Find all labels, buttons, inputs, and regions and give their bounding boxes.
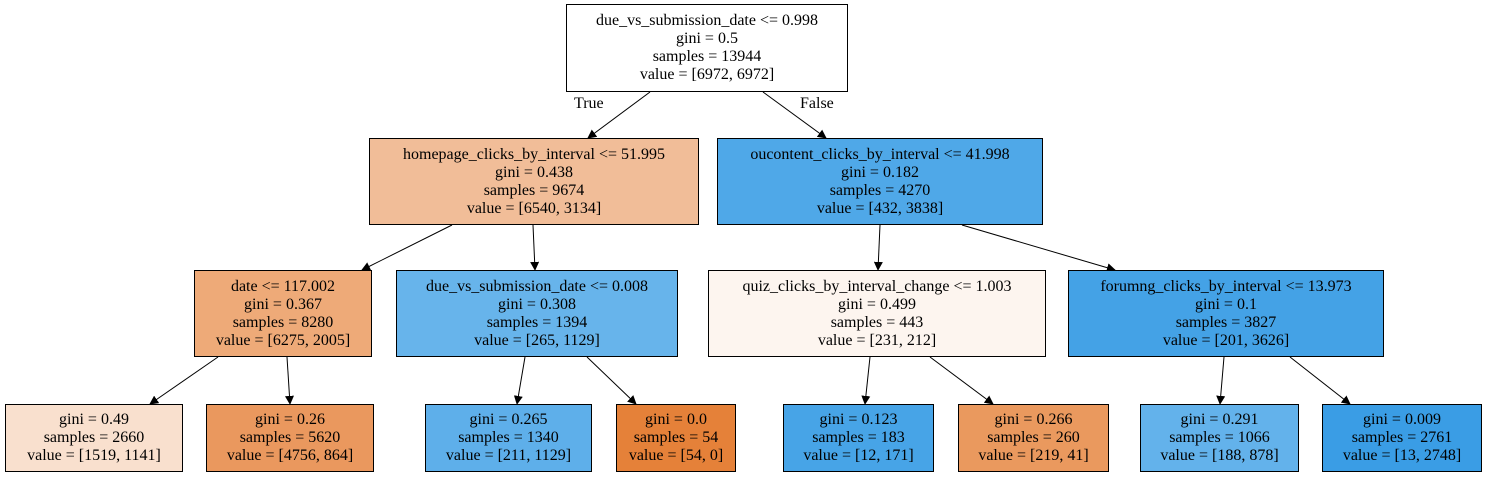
node-gini: gini = 0.0	[645, 411, 707, 428]
node-split: due_vs_submission_date <= 0.008	[425, 277, 649, 295]
node-samples: samples = 4270	[829, 181, 931, 199]
node-gini: gini = 0.5	[676, 30, 738, 47]
edge-label-true: True	[574, 95, 604, 112]
tree-node-homepage-split: homepage_clicks_by_interval <= 51.995 gi…	[369, 138, 699, 225]
node-samples: samples = 8280	[232, 313, 334, 331]
tree-node-forumng-split: forumng_clicks_by_interval <= 13.973 gin…	[1068, 270, 1384, 357]
tree-leaf: gini = 0.49 samples = 2660 value = [1519…	[5, 404, 183, 472]
node-gini: gini = 0.265	[469, 411, 548, 428]
tree-node-date-split: date <= 117.002 gini = 0.367 samples = 8…	[194, 270, 372, 357]
node-split: quiz_clicks_by_interval_change <= 1.003	[742, 277, 1012, 295]
tree-edge-arrow	[284, 356, 294, 405]
node-gini: gini = 0.308	[498, 295, 576, 313]
node-split: forumng_clicks_by_interval <= 13.973	[1100, 277, 1352, 295]
tree-node-oucontent-split: oucontent_clicks_by_interval <= 41.998 g…	[717, 138, 1043, 225]
tree-node-root: due_vs_submission_date <= 0.998 gini = 0…	[566, 4, 848, 92]
node-samples: samples = 5620	[239, 429, 341, 446]
node-value: value = [188, 878]	[1160, 447, 1279, 464]
tree-edge-arrow	[762, 91, 827, 139]
node-gini: gini = 0.499	[838, 295, 916, 313]
tree-edge-arrow	[586, 356, 637, 405]
node-value: value = [6275, 2005]	[215, 331, 351, 349]
tree-edge-arrow	[961, 224, 1116, 273]
tree-edge-arrow	[513, 356, 526, 405]
node-samples: samples = 9674	[483, 181, 585, 199]
node-value: value = [432, 3838]	[816, 199, 944, 217]
node-value: value = [1519, 1141]	[27, 447, 161, 464]
node-split: due_vs_submission_date <= 0.998	[595, 12, 819, 29]
node-gini: gini = 0.438	[495, 163, 573, 181]
tree-edge-arrow	[149, 356, 219, 405]
node-gini: gini = 0.123	[819, 411, 898, 428]
node-split: date <= 117.002	[230, 277, 336, 295]
node-samples: samples = 54	[633, 429, 719, 446]
node-gini: gini = 0.1	[1195, 295, 1257, 313]
node-value: value = [211, 1129]	[445, 447, 572, 464]
tree-edge-arrow	[929, 356, 994, 405]
node-value: value = [265, 1129]	[474, 331, 600, 349]
tree-edge-arrow	[587, 91, 651, 139]
node-split: homepage_clicks_by_interval <= 51.995	[403, 145, 665, 163]
node-samples: samples = 1066	[1169, 429, 1270, 446]
node-samples: samples = 2761	[1351, 429, 1453, 446]
node-gini: gini = 0.266	[994, 411, 1073, 428]
node-gini: gini = 0.26	[255, 411, 325, 428]
node-gini: gini = 0.291	[1180, 411, 1259, 428]
node-gini: gini = 0.009	[1363, 411, 1441, 428]
tree-node-due-split: due_vs_submission_date <= 0.008 gini = 0…	[396, 270, 678, 357]
node-value: value = [12, 171]	[803, 447, 914, 464]
node-samples: samples = 3827	[1175, 313, 1277, 331]
tree-leaf: gini = 0.291 samples = 1066 value = [188…	[1140, 404, 1299, 472]
node-samples: samples = 1394	[486, 313, 588, 331]
node-value: value = [54, 0]	[628, 447, 724, 464]
node-value: value = [4756, 864]	[226, 447, 354, 464]
node-value: value = [6972, 6972]	[639, 66, 775, 83]
node-samples: samples = 2660	[43, 429, 145, 446]
node-samples: samples = 13944	[652, 48, 762, 65]
node-samples: samples = 1340	[458, 429, 559, 446]
node-value: value = [6540, 3134]	[466, 199, 602, 217]
tree-leaf: gini = 0.266 samples = 260 value = [219,…	[958, 404, 1109, 472]
tree-leaf: gini = 0.265 samples = 1340 value = [211…	[425, 404, 592, 472]
node-split: oucontent_clicks_by_interval <= 41.998	[750, 145, 1010, 163]
node-samples: samples = 183	[812, 429, 905, 446]
tree-edge-arrow	[873, 224, 883, 271]
node-value: value = [201, 3626]	[1162, 331, 1290, 349]
tree-edge-arrow	[1289, 356, 1351, 405]
tree-edge-arrow	[1216, 356, 1226, 405]
node-gini: gini = 0.182	[841, 163, 919, 181]
tree-leaf: gini = 0.123 samples = 183 value = [12, …	[783, 404, 934, 472]
tree-edge-arrow	[361, 224, 453, 271]
node-samples: samples = 260	[987, 429, 1080, 446]
tree-leaf: gini = 0.0 samples = 54 value = [54, 0]	[616, 404, 736, 472]
node-value: value = [13, 2748]	[1342, 447, 1462, 464]
node-gini: gini = 0.367	[244, 295, 322, 313]
node-samples: samples = 443	[830, 313, 924, 331]
tree-edge-arrow	[861, 356, 871, 405]
node-value: value = [219, 41]	[978, 447, 1089, 464]
node-value: value = [231, 212]	[817, 331, 937, 349]
edge-label-false: False	[800, 95, 834, 112]
tree-leaf: gini = 0.26 samples = 5620 value = [4756…	[206, 404, 374, 472]
tree-node-quiz-split: quiz_clicks_by_interval_change <= 1.003 …	[708, 270, 1046, 357]
node-gini: gini = 0.49	[59, 411, 129, 428]
tree-leaf: gini = 0.009 samples = 2761 value = [13,…	[1322, 404, 1482, 472]
tree-edge-arrow	[530, 224, 540, 271]
